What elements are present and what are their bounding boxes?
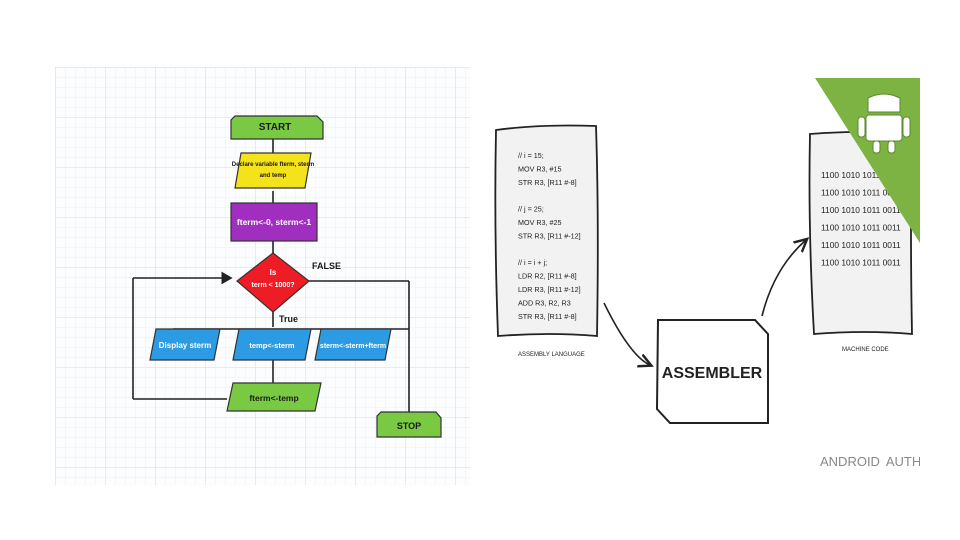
true-branch-label: True	[279, 314, 298, 324]
assembly-code-line: ADD R3, R2, R3	[518, 298, 571, 307]
machine-caption: MACHINE CODE	[842, 347, 889, 353]
assembly-code-line: STR R3, [R11 #-12]	[518, 231, 581, 240]
machine-code-line: 1100 1010 1011 0011	[821, 170, 901, 180]
assembler-box: ASSEMBLER	[655, 319, 769, 424]
decision-label-line1: Is	[270, 268, 277, 277]
brand-corner	[815, 78, 920, 243]
machine-code-line: 1100 1010 1011 0011	[821, 223, 901, 233]
flowchart-svg: START Declare variable fterm, sterm and …	[55, 67, 470, 485]
brand-part1: ANDROID	[820, 454, 880, 469]
init-process-box: fterm<-0, sterm<-1	[230, 202, 318, 242]
fterm-update-label: fterm<-temp	[249, 393, 298, 403]
machine-code-lines: 1100 1010 1011 0011 1100 1010 1011 0011 11…	[821, 170, 901, 268]
assembly-caption: ASSEMBLY LANGUAGE	[518, 352, 585, 358]
assembly-code-line: // j = 25;	[518, 205, 544, 214]
assembly-code-line: // i = 15;	[518, 151, 544, 160]
assembly-code-line: STR R3, [R11 #-8]	[518, 178, 577, 187]
machine-code-line: 1100 1010 1011 0011	[821, 240, 901, 250]
decision-diamond: Is term < 1000?	[236, 252, 310, 313]
arrow-to-machine-code	[761, 240, 806, 317]
machine-code-line: 1100 1010 1011 0011	[821, 258, 901, 268]
assembly-code-line: // i = i + j;	[518, 258, 547, 267]
display-sterm-label: Display sterm	[159, 341, 211, 350]
stop-terminal: STOP	[376, 411, 442, 438]
assembly-code-line: LDR R3, [R11 #-12]	[518, 285, 581, 294]
declare-input-shape: Declare variable fterm, sterm and temp	[232, 152, 314, 189]
arrow-to-assembler	[603, 302, 650, 365]
false-branch-label: FALSE	[312, 261, 341, 271]
machine-code-line: 1100 1010 1011 0011	[821, 188, 901, 198]
assembly-code-line: LDR R2, [R11 #-8]	[518, 272, 577, 281]
android-robot-icon	[857, 93, 911, 154]
init-label: fterm<-0, sterm<-1	[237, 217, 311, 227]
sterm-update-label: sterm<-sterm+fterm	[320, 343, 386, 350]
assembly-code-line: MOV R3, #15	[518, 164, 562, 173]
flowchart-panel: START Declare variable fterm, sterm and …	[55, 67, 470, 485]
assembler-label: ASSEMBLER	[662, 365, 763, 382]
brand-text: ANDROID AUTHORITY	[820, 454, 920, 469]
assembly-code-line: STR R3, [R11 #-8]	[518, 312, 577, 321]
sterm-update-box: sterm<-sterm+fterm	[314, 328, 392, 361]
start-terminal: START	[230, 115, 324, 140]
display-sterm-box: Display sterm	[149, 328, 221, 361]
temp-assign-label: temp<-sterm	[249, 341, 295, 350]
stop-label: STOP	[397, 421, 421, 431]
machine-code-line: 1100 1010 1011 0011	[821, 205, 901, 215]
fterm-update-box: fterm<-temp	[226, 382, 322, 412]
declare-label-line2: and temp	[260, 173, 287, 179]
assembly-code-line: MOV R3, #25	[518, 218, 562, 227]
decision-label-line2: term < 1000?	[252, 282, 295, 289]
temp-assign-box: temp<-sterm	[232, 328, 312, 361]
brand-part2: AUTHORITY	[886, 454, 920, 469]
declare-label-line1: Declare variable fterm, sterm	[232, 162, 314, 168]
start-label: START	[259, 122, 292, 133]
